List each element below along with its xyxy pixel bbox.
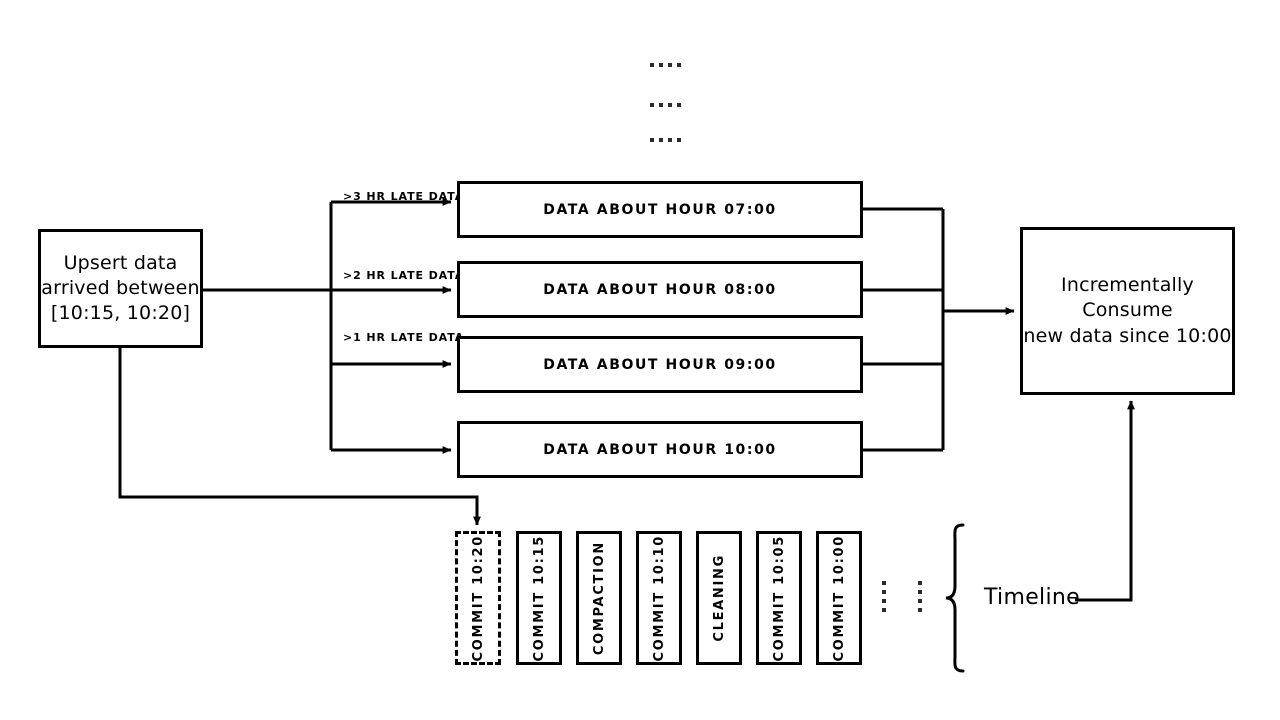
timeline-compaction: COMPACTION — [576, 531, 622, 665]
top-ellipsis-row-1 — [650, 63, 681, 67]
commit-label: COMMIT 10:10 — [651, 534, 667, 662]
timeline-commit-10-00: COMMIT 10:00 — [816, 531, 862, 665]
upsert-source-text: Upsert data arrived between [10:15, 10:2… — [41, 251, 199, 327]
hour-box-label: DATA ABOUT HOUR 09:00 — [543, 356, 777, 373]
dot — [882, 608, 886, 612]
dot — [659, 103, 663, 107]
upsert-source-box: Upsert data arrived between [10:15, 10:2… — [38, 229, 203, 348]
hour-box-07: DATA ABOUT HOUR 07:00 — [457, 181, 863, 238]
edge-label-1hr-late: >1 HR LATE DATA — [343, 331, 465, 344]
timeline-caption: Timeline — [984, 585, 1080, 610]
dot — [668, 138, 672, 142]
timeline-ellipsis-2 — [917, 581, 923, 612]
hour-box-09: DATA ABOUT HOUR 09:00 — [457, 336, 863, 393]
incremental-consume-box: Incrementally Consume new data since 10:… — [1020, 227, 1235, 395]
timeline-brace — [945, 523, 965, 673]
commit-label: CLEANING — [711, 554, 727, 642]
dot — [650, 63, 654, 67]
dot — [918, 590, 922, 594]
commit-label: COMMIT 10:00 — [831, 534, 847, 662]
consume-line-2: new data since 10:00 — [1023, 324, 1232, 347]
commit-label: COMMIT 10:15 — [531, 534, 547, 662]
timeline-commit-10-15: COMMIT 10:15 — [516, 531, 562, 665]
hour-box-08: DATA ABOUT HOUR 08:00 — [457, 261, 863, 318]
timeline-ellipsis-1 — [881, 581, 887, 612]
dot — [659, 138, 663, 142]
upsert-line-1: Upsert data — [63, 251, 178, 274]
hour-box-label: DATA ABOUT HOUR 08:00 — [543, 281, 777, 298]
timeline-commit-10-05: COMMIT 10:05 — [756, 531, 802, 665]
commit-label: COMMIT 10:20 — [470, 534, 486, 662]
dot — [677, 103, 681, 107]
timeline-commit-10-10: COMMIT 10:10 — [636, 531, 682, 665]
dot — [677, 63, 681, 67]
timeline-cleaning: CLEANING — [696, 531, 742, 665]
top-ellipsis-row-2 — [650, 103, 681, 107]
dot — [918, 581, 922, 585]
hour-box-label: DATA ABOUT HOUR 10:00 — [543, 441, 777, 458]
dot — [668, 63, 672, 67]
hour-box-label: DATA ABOUT HOUR 07:00 — [543, 201, 777, 218]
top-ellipsis-row-3 — [650, 138, 681, 142]
dot — [659, 63, 663, 67]
hour-box-10: DATA ABOUT HOUR 10:00 — [457, 421, 863, 478]
dot — [882, 599, 886, 603]
edge-source-to-commit — [118, 348, 481, 526]
edge-label-3hr-late: >3 HR LATE DATA — [343, 190, 465, 203]
incremental-consume-text: Incrementally Consume new data since 10:… — [1023, 273, 1232, 350]
dot — [918, 599, 922, 603]
commit-label: COMMIT 10:05 — [771, 534, 787, 662]
commit-label: COMPACTION — [591, 540, 607, 656]
consume-line-1: Incrementally Consume — [1061, 273, 1194, 322]
upsert-line-2: arrived between — [41, 276, 200, 299]
edge-label-2hr-late: >2 HR LATE DATA — [343, 269, 465, 282]
dot — [668, 103, 672, 107]
dot — [882, 590, 886, 594]
dot — [650, 103, 654, 107]
dot — [650, 138, 654, 142]
timeline-commit-10-20: COMMIT 10:20 — [455, 531, 501, 665]
dot — [918, 608, 922, 612]
upsert-line-3: [10:15, 10:20] — [50, 302, 191, 325]
dot — [882, 581, 886, 585]
dot — [677, 138, 681, 142]
edge-timeline-to-consumer — [1075, 400, 1135, 602]
